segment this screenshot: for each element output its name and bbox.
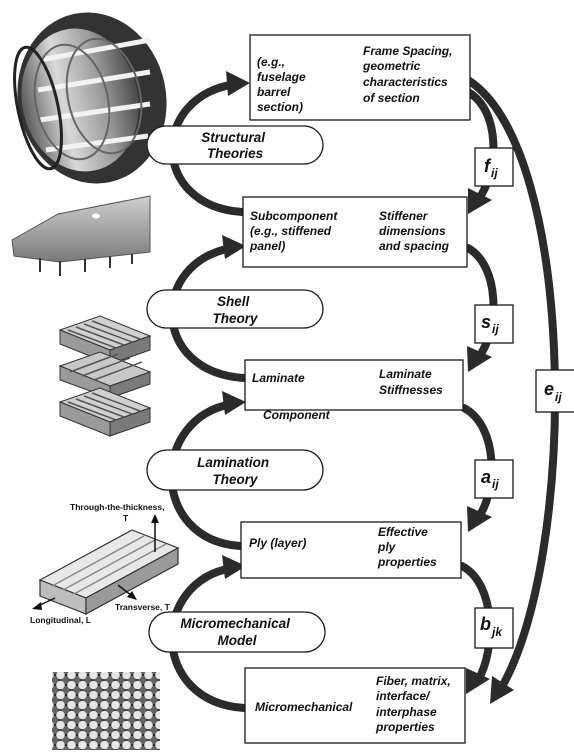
transfer-f: fij [474, 147, 514, 187]
ply-label: Ply (layer) [249, 536, 306, 550]
transfer-s-label: sij [481, 312, 499, 336]
ply-properties-label: Effective ply properties [377, 525, 437, 569]
level-micromechanical: Micromechanical Fiber, matrix, interface… [244, 667, 466, 744]
level-structure: (e.g., fuselage barrel section) Frame Sp… [249, 34, 471, 121]
fiber-microstructure-illustration [52, 672, 160, 750]
flow-a-down-head [467, 506, 492, 532]
transfer-a-label: aij [481, 467, 499, 491]
transfer-e: eij [535, 369, 574, 413]
theory-structural: Structural Theories [146, 125, 324, 165]
lamination-theory-label: Lamination Theory [197, 455, 273, 487]
stiffened-panel-illustration [11, 195, 151, 276]
theory-lamination: Lamination Theory [146, 449, 324, 491]
ply-axis-longitudinal-label: Longitudinal, L [30, 615, 91, 625]
structural-theory-label: Structural Theories [201, 130, 269, 161]
level-laminate: Laminate Laminate Stiffnesses Component [244, 359, 464, 422]
flow-shell-up-head [222, 235, 246, 259]
ply-axis-transverse-label: Transverse, T [115, 602, 171, 612]
laminate-properties-label: Laminate Stiffnesses [379, 367, 443, 397]
flow-f-down-head [468, 188, 492, 214]
flow-lamination-up-head [222, 391, 246, 415]
subcomponent-properties-label: Stiffener dimensions and spacing [379, 209, 450, 253]
laminate-stack-illustration [58, 315, 152, 437]
theory-micromechanical: Micromechanical Model [148, 611, 326, 653]
ply-illustration: Through-the-thickness, T Transverse, T L… [30, 502, 180, 625]
laminate-label: Laminate [252, 371, 305, 385]
flow-e-down [464, 76, 559, 694]
transfer-b-label: bjk [480, 614, 503, 639]
micromechanical-label: Micromechanical [255, 700, 353, 714]
subcomponent-label: Subcomponent (e.g., stiffened panel) [249, 209, 341, 253]
flow-s-down [464, 244, 498, 362]
level-ply: Ply (layer) Effective ply properties [240, 521, 462, 579]
micromechanical-model-label: Micromechanical Model [180, 616, 293, 648]
transfer-a: aij [474, 459, 514, 499]
structure-properties-label: Frame Spacing, geometric characteristics… [362, 44, 456, 105]
theory-shell: Shell Theory [146, 289, 324, 329]
laminate-overflow-label: Component [263, 408, 331, 422]
flow-micro-up-head [222, 555, 246, 579]
flow-f-down [464, 88, 498, 204]
fuselage-barrel-illustration [13, 12, 167, 184]
flow-structural-up-head [226, 71, 250, 96]
flow-a-down [460, 404, 496, 522]
flow-e-down-head [490, 676, 514, 704]
flow-b-down-head [466, 668, 490, 694]
transfer-b: bjk [474, 607, 514, 649]
transfer-e-label: eij [544, 379, 562, 404]
micromechanical-properties-label: Fiber, matrix, interface/ interphase pro… [375, 674, 454, 734]
transfer-f-label: fij [484, 156, 498, 180]
level-subcomponent: Subcomponent (e.g., stiffened panel) Sti… [242, 196, 468, 268]
ply-axis-through-label: Through-the-thickness, T [70, 502, 167, 523]
shell-theory-label: Shell Theory [212, 294, 259, 326]
flow-s-down-head [467, 346, 492, 372]
structure-example-label: (e.g., fuselage barrel section) [257, 55, 309, 114]
transfer-s: sij [474, 304, 514, 344]
